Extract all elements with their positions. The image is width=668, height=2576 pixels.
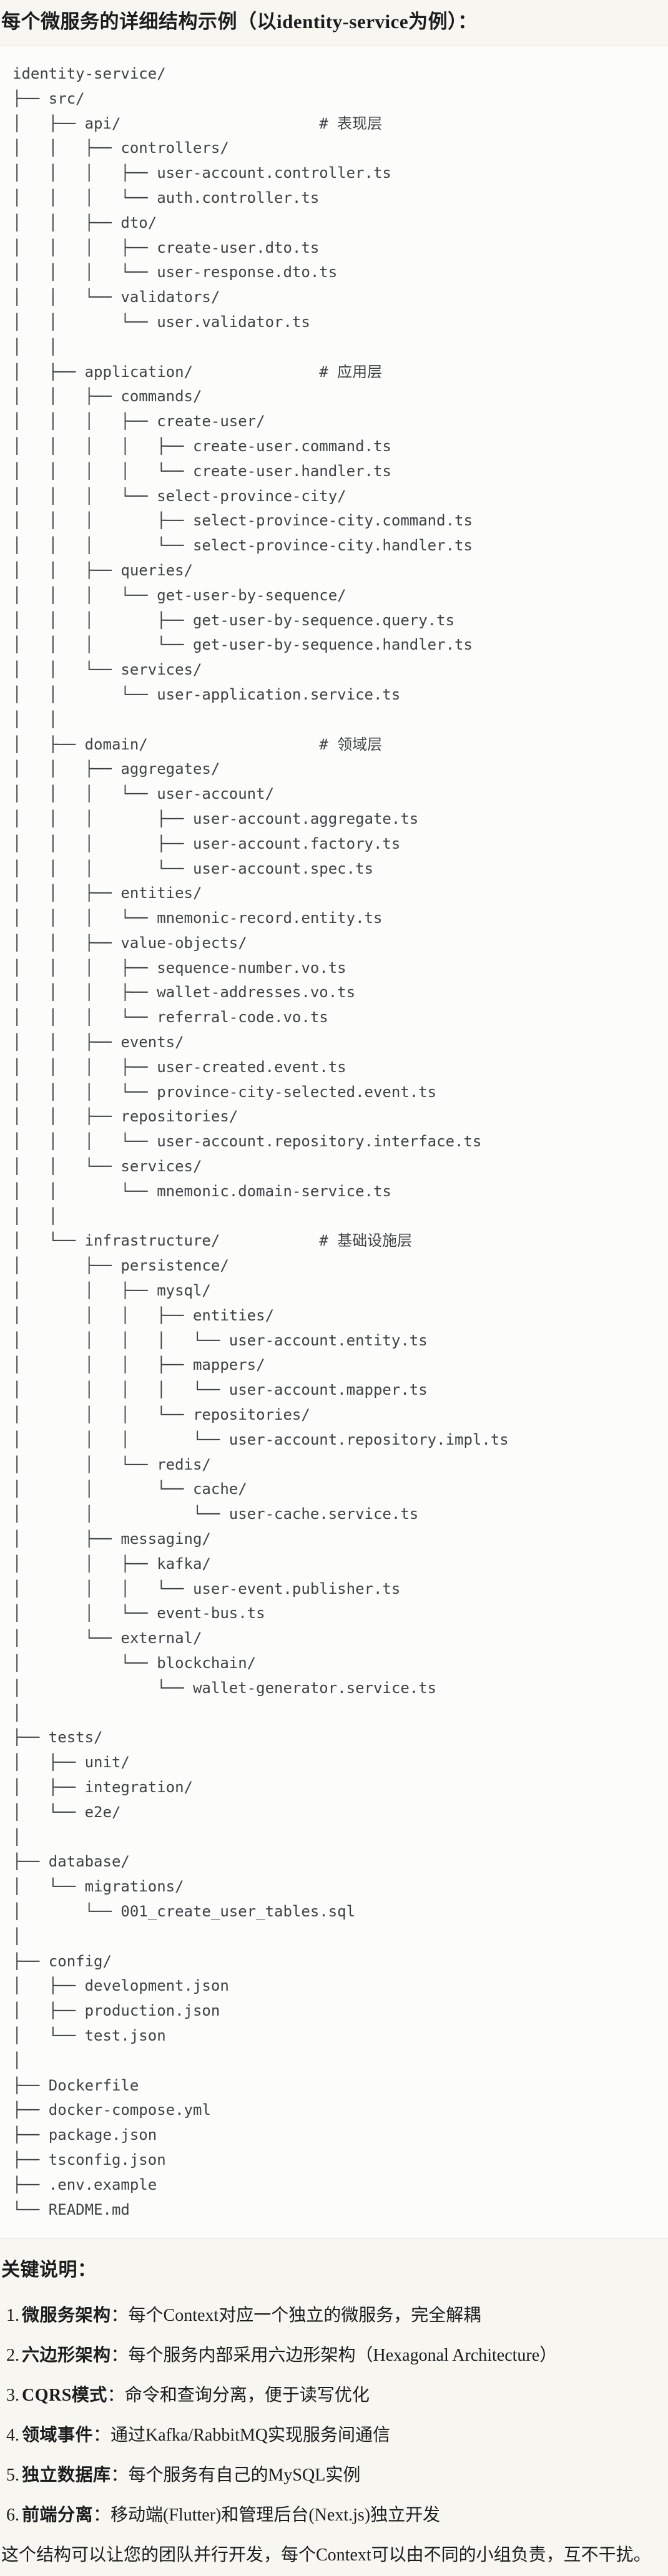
list-item-label: 领域事件 — [22, 2426, 94, 2446]
list-item-text: 命令和查询分离，便于读写优化 — [124, 2386, 370, 2406]
list-item-number: 4. — [6, 2426, 19, 2446]
page-title: 每个微服务的详细结构示例（以identity-service为例）： — [1, 11, 478, 32]
list-item-number: 5. — [6, 2466, 19, 2486]
list-item: 5.独立数据库：每个服务有自己的MySQL实例 — [0, 2462, 668, 2489]
list-item-text: 每个Context对应一个独立的微服务，完全解耦 — [128, 2306, 481, 2326]
list-item-text: 每个服务内部采用六边形架构（Hexagonal Architecture） — [128, 2346, 557, 2366]
list-item-text: 移动端(Flutter)和管理后台(Next.js)独立开发 — [111, 2505, 441, 2525]
list-item-label: 独立数据库 — [22, 2466, 111, 2486]
list-item: 2.六边形架构：每个服务内部采用六边形架构（Hexagonal Architec… — [0, 2343, 668, 2369]
notes-list: 1.微服务架构：每个Context对应一个独立的微服务，完全解耦 2.六边形架构… — [0, 2303, 668, 2529]
list-item-number: 3. — [6, 2386, 19, 2406]
list-item-colon: ： — [93, 2505, 111, 2525]
notes-heading: 关键说明： — [1, 2260, 97, 2281]
list-item-number: 6. — [6, 2505, 19, 2525]
directory-tree: identity-service/ ├── src/ │ ├── api/ # … — [12, 65, 509, 2218]
list-item-label: 前端分离 — [22, 2505, 94, 2525]
list-item-colon: ： — [111, 2346, 129, 2366]
list-item-colon: ： — [107, 2386, 125, 2406]
list-item-number: 2. — [6, 2346, 19, 2366]
list-item: 1.微服务架构：每个Context对应一个独立的微服务，完全解耦 — [0, 2303, 668, 2329]
list-item: 6.前端分离：移动端(Flutter)和管理后台(Next.js)独立开发 — [0, 2502, 668, 2529]
closing-paragraph: 这个结构可以让您的团队并行开发，每个Context可以由不同的小组负责，互不干扰… — [1, 2545, 651, 2565]
list-item: 4.领域事件：通过Kafka/RabbitMQ实现服务间通信 — [0, 2422, 668, 2449]
list-item-number: 1. — [6, 2306, 19, 2326]
list-item-text: 每个服务有自己的MySQL实例 — [128, 2466, 361, 2486]
list-item-colon: ： — [93, 2426, 111, 2446]
list-item-label: CQRS模式 — [22, 2386, 107, 2406]
list-item-colon: ： — [111, 2466, 129, 2486]
list-item-label: 六边形架构 — [22, 2346, 111, 2366]
list-item-colon: ： — [111, 2306, 129, 2326]
list-item-label: 微服务架构 — [22, 2306, 111, 2326]
list-item-text: 通过Kafka/RabbitMQ实现服务间通信 — [111, 2426, 390, 2446]
code-block: identity-service/ ├── src/ │ ├── api/ # … — [0, 45, 668, 2240]
list-item: 3.CQRS模式：命令和查询分离，便于读写优化 — [0, 2383, 668, 2409]
